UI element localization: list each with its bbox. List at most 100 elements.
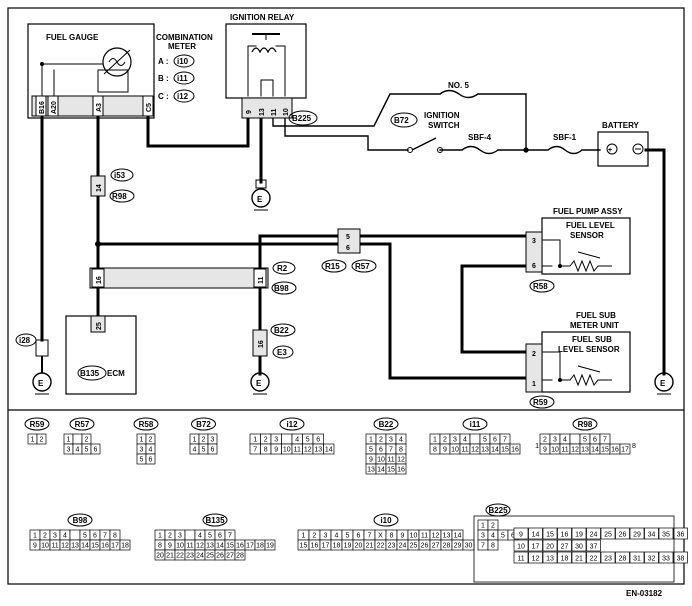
connector-pin-label: 1 — [302, 533, 306, 540]
fuel-sensor-dot — [558, 264, 562, 268]
connector-pin-label: 26 — [216, 553, 224, 560]
connector-pin-label: 18 — [333, 543, 341, 550]
connector-pin-label: 8 — [158, 543, 162, 550]
connector-cavity — [513, 527, 529, 540]
connector-pin-label: 7 — [503, 437, 507, 444]
connector-pin-label: 14 — [325, 447, 333, 454]
connector-pin-label: 24 — [399, 543, 407, 550]
connector-pin-label: 4 — [335, 533, 339, 540]
connector-title-b72: B72 — [196, 420, 211, 429]
connector-pin-label: 17 — [246, 543, 254, 550]
badge-i53 — [110, 168, 134, 182]
connector-pin-label: 18 — [561, 556, 569, 563]
diagram-frame — [7, 7, 685, 585]
badge-i11 — [173, 71, 195, 85]
connector-pin-label: 15 — [300, 543, 308, 550]
connector-cavity — [619, 443, 631, 455]
connector-pin-label: 20 — [355, 543, 363, 550]
connector-pin-label: 28 — [236, 553, 244, 560]
badge-b98 — [271, 281, 297, 295]
connector-pin-label: 1 — [31, 437, 35, 444]
connector-pin-label: 10 — [551, 447, 559, 454]
badge-e3 — [272, 345, 294, 359]
sbf4-fuse — [461, 145, 499, 155]
connector-pin-label: 2 — [85, 437, 89, 444]
connector-pin-label: 1 — [33, 533, 37, 540]
connector-cavity — [542, 539, 558, 552]
connector-pin-label: 14 — [491, 447, 499, 454]
fuel-sensor-resistor — [569, 259, 612, 273]
pin-a20: A20 — [51, 101, 58, 114]
i53-connector — [90, 175, 106, 197]
connector-pin-label: 11 — [294, 447, 301, 454]
connector-pin-label: 14 — [216, 543, 224, 550]
b135-label: B135 — [80, 369, 100, 378]
relay-coil — [251, 47, 277, 54]
sbf4-label: SBF-4 — [468, 133, 492, 142]
connector-pin-label: 38 — [677, 556, 685, 563]
wire-relay11-fuse — [272, 93, 441, 127]
fuel-sub-meter-unit: FUEL SUB METER UNIT FUEL SUB LEVEL SENSO… — [525, 311, 631, 409]
connector-pin-label: 4 — [198, 533, 202, 540]
connector-badge-r98 — [572, 417, 598, 431]
connector-cavity — [658, 551, 674, 564]
connector-pin-label: 9 — [274, 447, 278, 454]
connector-pin-label: 28 — [619, 556, 627, 563]
badge-i12 — [173, 89, 195, 103]
connector-pin-label: 15 — [501, 447, 509, 454]
connector-pin-label: 20 — [156, 553, 164, 560]
connector-pin-label: 19 — [266, 543, 274, 550]
pin-box-c5 — [142, 95, 154, 117]
connector-cavity — [528, 551, 543, 564]
connector-pin-label: 12 — [397, 457, 405, 464]
connector-pin-label: 4 — [399, 437, 403, 444]
connector-cavity — [600, 527, 616, 540]
connector-pin-label: 5 — [83, 533, 87, 540]
connector-pin-label: 1 — [253, 437, 257, 444]
connector-cavity — [586, 539, 601, 552]
connector-pin-label: 3 — [53, 533, 57, 540]
connector-pin-label: 1 — [140, 437, 144, 444]
meter-conn-b: B : — [158, 74, 169, 83]
connector-pin-label: 16 — [101, 543, 109, 550]
ecm: 25 B135 ECM — [65, 315, 137, 395]
connector-pin-label: 9 — [369, 457, 373, 464]
connector-badge-b135 — [202, 513, 228, 527]
fuel-sub-level-label-1: FUEL SUB — [572, 335, 612, 344]
connector-pin-label: 2 — [264, 437, 268, 444]
fuel-pump-assy: FUEL PUMP ASSY FUEL LEVEL SENSOR 3 6 R58 — [525, 207, 631, 293]
connector-pin-label: 10 — [410, 533, 418, 540]
meter-conn-a-id: i10 — [177, 57, 189, 66]
connector-pin-label: 9 — [543, 447, 547, 454]
meter-box — [27, 23, 155, 119]
badge-r57 — [351, 259, 377, 273]
pin-box-a20 — [47, 95, 59, 117]
connector-pin-label: 5 — [306, 437, 310, 444]
connector-cavity — [557, 551, 572, 564]
connector-pin-label: 12 — [571, 447, 579, 454]
connector-outline-b225 — [473, 515, 675, 583]
plus-icon: + — [608, 147, 612, 154]
connector-cavity — [234, 549, 246, 561]
sub-sensor-wiper — [577, 365, 601, 373]
connector-pin-label: 14 — [81, 543, 89, 550]
connector-pin-label: 5 — [501, 533, 505, 540]
pin-box-a3 — [92, 95, 104, 117]
connector-pin-label: 2 — [168, 533, 172, 540]
ignition-switch-label-1: IGNITION — [424, 111, 460, 120]
connector-pin-label: 22 — [590, 556, 598, 563]
connector-pin-label: 17 — [532, 544, 540, 551]
connector-pin-label: 6 — [149, 457, 153, 464]
wire-r58-r59 — [460, 264, 528, 354]
badge-r15 — [321, 259, 347, 273]
connector-pin-label: 20 — [546, 544, 554, 551]
connector-pin-label: 8 — [399, 447, 403, 454]
connector-cavity — [569, 433, 581, 445]
meter-internal-wire — [41, 63, 104, 97]
connector-pin-label: 4 — [63, 533, 67, 540]
